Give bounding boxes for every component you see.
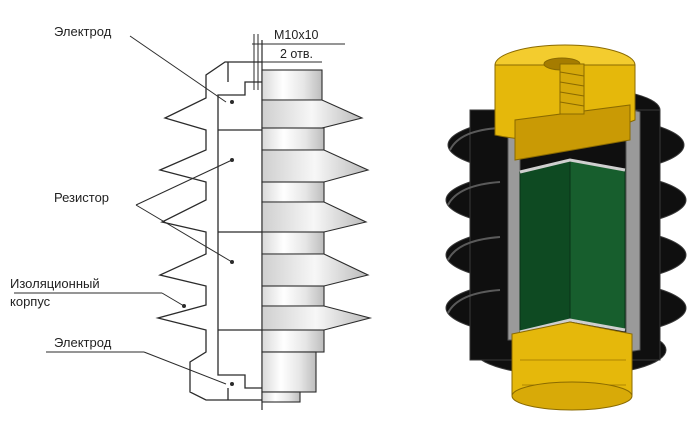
label-resistor: Резистор: [54, 190, 110, 205]
brass-electrode-top: [494, 44, 636, 161]
brass-electrode-bottom: [511, 321, 633, 411]
label-electrode-top: Электрод: [54, 24, 112, 39]
dimension-thread: M10x10: [274, 28, 319, 42]
insulator-outline-left: [155, 61, 262, 401]
label-electrode-bottom: Электрод: [54, 335, 112, 350]
leader-dots: [182, 100, 234, 386]
insulator-exterior-right: [261, 69, 373, 403]
dimension-callout: [252, 34, 345, 90]
dimension-holes: 2 отв.: [280, 47, 313, 61]
label-insulation-line2: корпус: [10, 294, 51, 309]
leader-lines: [14, 35, 233, 385]
label-insulation-line1: Изоляционный: [10, 276, 100, 291]
cutaway-render: [445, 44, 687, 411]
resistor-core: [519, 158, 626, 334]
